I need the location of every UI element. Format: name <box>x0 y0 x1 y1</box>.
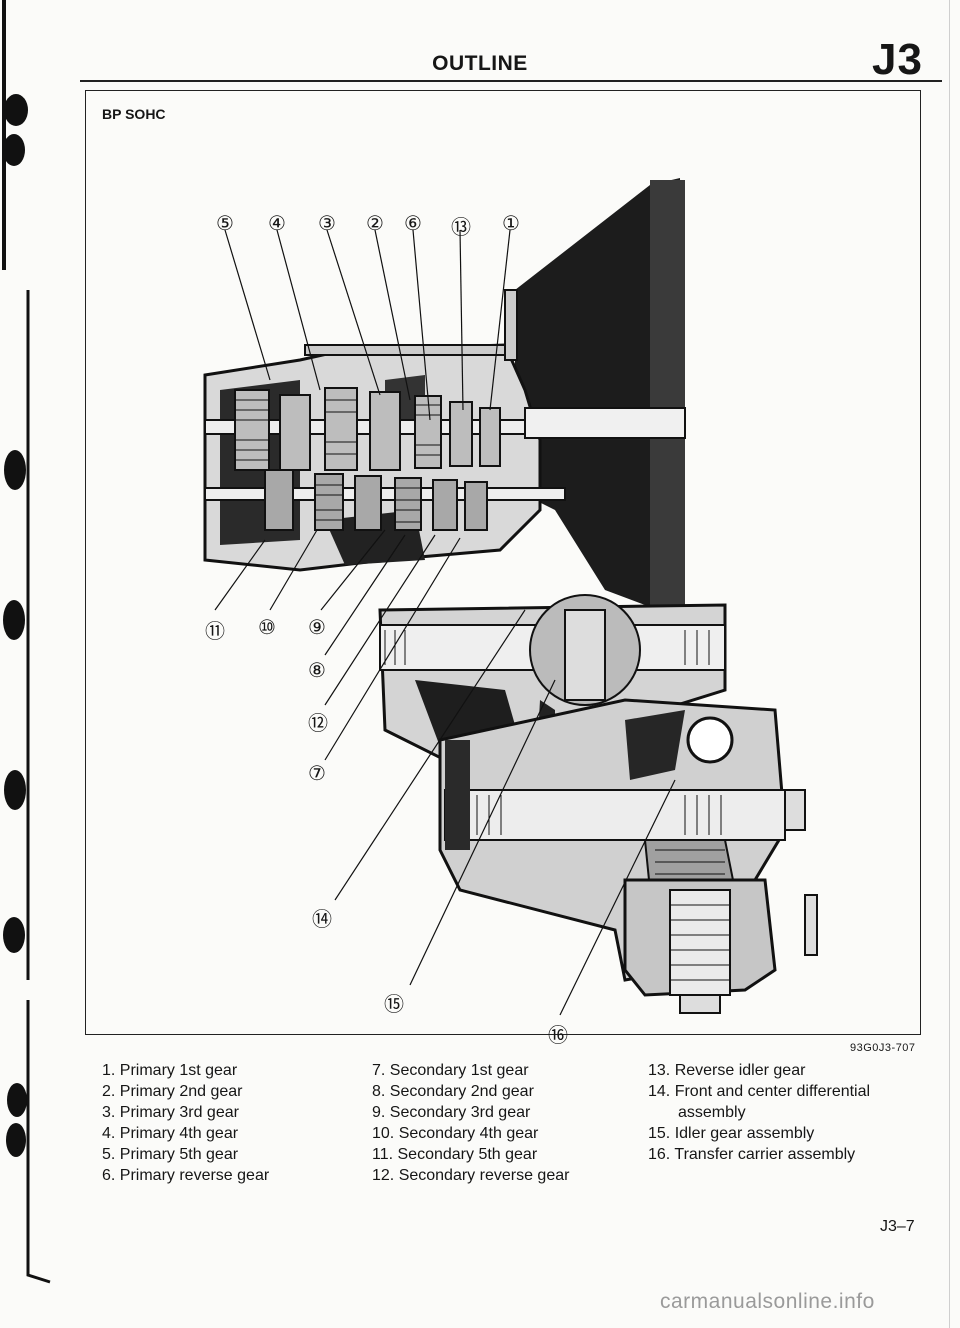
figure-label: BP SOHC <box>102 106 166 122</box>
legend-item: 14. Front and center differential <box>648 1083 871 1100</box>
punch-hole <box>7 1083 27 1117</box>
callout-16: ⑯ <box>548 1025 568 1047</box>
callout-6: ⑥ <box>404 213 422 235</box>
legend-item: 4. Primary 4th gear <box>102 1125 239 1142</box>
footer-watermark: carmanualsonline.info <box>660 1290 875 1313</box>
legend-item: 8. Secondary 2nd gear <box>372 1083 534 1100</box>
callout-4: ④ <box>268 213 286 235</box>
callout-14: ⑭ <box>312 909 332 931</box>
legend-column-1: 1. Primary 1st gear 2. Primary 2nd gear … <box>102 1060 269 1186</box>
page-number: J3–7 <box>880 1218 915 1235</box>
legend-item: 6. Primary reverse gear <box>102 1167 270 1184</box>
figure-code: 93G0J3-707 <box>850 1042 916 1054</box>
legend-item: 3. Primary 3rd gear <box>102 1104 239 1121</box>
legend-item: 15. Idler gear assembly <box>648 1125 815 1142</box>
header-rule <box>80 80 942 82</box>
callout-5: ⑤ <box>216 213 234 235</box>
callout-13: ⑬ <box>451 217 471 239</box>
callout-9: ⑨ <box>308 617 326 639</box>
legend-item: 12. Secondary reverse gear <box>372 1167 570 1184</box>
legend-item: 11. Secondary 5th gear <box>372 1146 538 1163</box>
legend-item: 13. Reverse idler gear <box>648 1062 806 1079</box>
binding-edge <box>2 0 51 1284</box>
legend-item: 1. Primary 1st gear <box>102 1062 238 1079</box>
legend-item: 5. Primary 5th gear <box>102 1146 239 1163</box>
callout-10: ⑩ <box>258 617 276 639</box>
legend-column-3: 13. Reverse idler gear 14. Front and cen… <box>648 1060 870 1165</box>
legend-item: 16. Transfer carrier assembly <box>648 1146 856 1163</box>
legend-item-continuation: assembly <box>678 1104 746 1121</box>
callout-11: ⑪ <box>205 621 225 643</box>
callout-7: ⑦ <box>308 763 326 785</box>
legend-item: 7. Secondary 1st gear <box>372 1062 529 1079</box>
callout-8: ⑧ <box>308 660 326 682</box>
punch-hole <box>4 450 26 490</box>
punch-hole <box>3 134 25 166</box>
legend-item: 2. Primary 2nd gear <box>102 1083 243 1100</box>
punch-hole <box>3 600 25 640</box>
transaxle-cutaway-drawing <box>203 178 818 1016</box>
callout-2: ② <box>366 213 384 235</box>
callout-12: ⑫ <box>308 713 328 735</box>
callout-15: ⑮ <box>384 994 404 1016</box>
figure-frame <box>85 90 921 1035</box>
page-edge <box>949 0 950 1328</box>
punch-hole <box>4 770 26 810</box>
callout-3: ③ <box>318 213 336 235</box>
punch-hole <box>4 94 28 126</box>
page-title: OUTLINE <box>432 52 528 75</box>
legend-column-2: 7. Secondary 1st gear 8. Secondary 2nd g… <box>372 1060 569 1186</box>
punch-hole <box>6 1123 26 1157</box>
legend-item: 9. Secondary 3rd gear <box>372 1104 531 1121</box>
punch-hole <box>3 917 25 953</box>
section-code: J3 <box>872 35 923 84</box>
callout-1: ① <box>502 213 520 235</box>
legend-item: 10. Secondary 4th gear <box>372 1125 539 1142</box>
